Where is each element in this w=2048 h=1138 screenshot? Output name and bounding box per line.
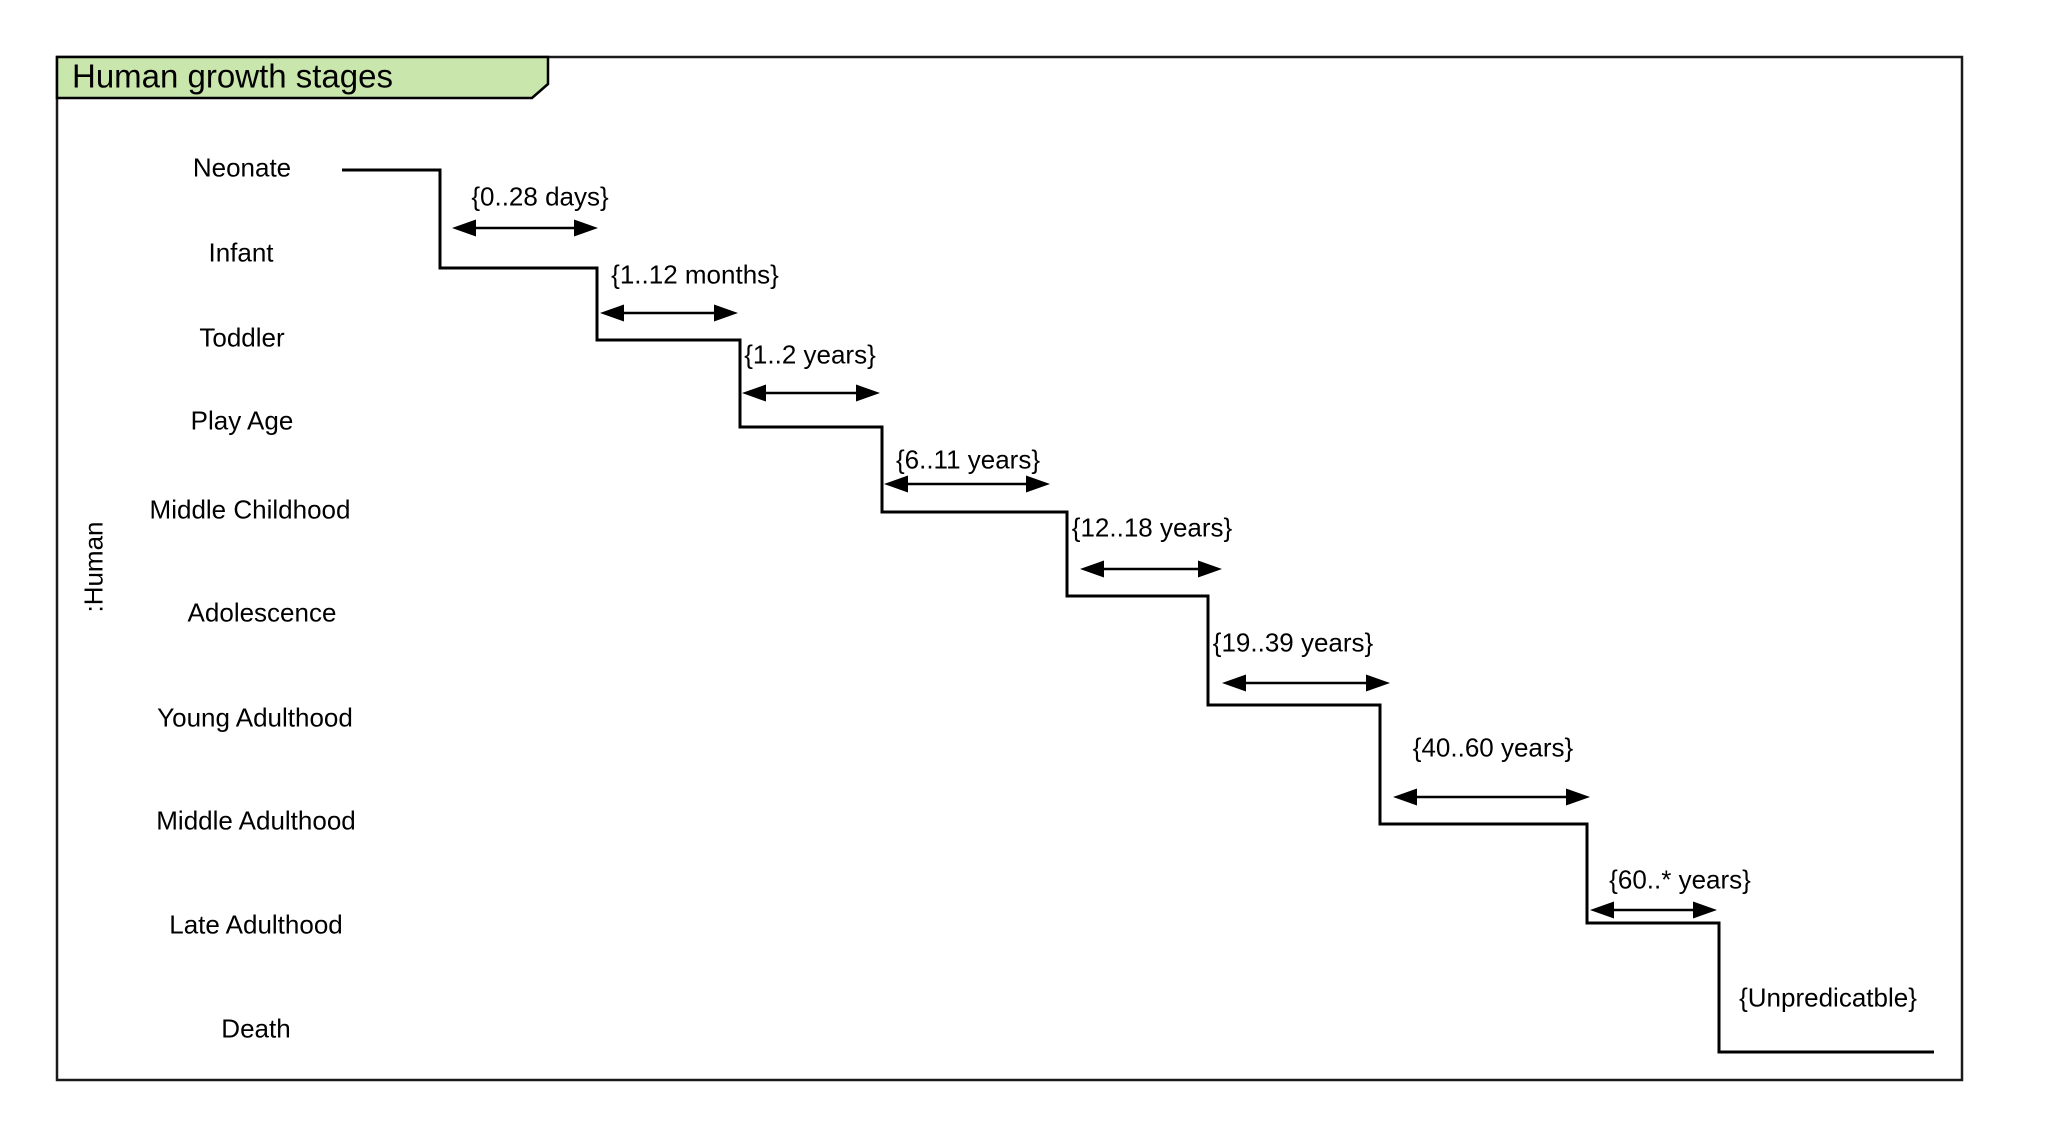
stage-label-adolescence: Adolescence (187, 597, 337, 628)
timeline-staircase (342, 168, 1934, 1054)
stage-label-middle-childhood: Middle Childhood (149, 494, 351, 525)
duration-arrow-6 (1393, 788, 1590, 806)
stage-label-young-adulthood: Young Adulthood (157, 702, 353, 733)
frame-border (55, 55, 1964, 1082)
duration-annotation-1: {1..12 months} (611, 259, 779, 290)
stage-label-middle-adulthood: Middle Adulthood (156, 805, 356, 836)
duration-arrow-0 (452, 219, 598, 237)
duration-arrow-5 (1222, 674, 1390, 692)
stage-label-toddler: Toddler (199, 322, 285, 353)
diagram-title: Human growth stages (72, 57, 393, 95)
stage-label-neonate: Neonate (192, 152, 292, 183)
duration-arrow-1 (600, 304, 738, 322)
duration-arrow-3 (884, 475, 1050, 493)
duration-arrow-7 (1590, 901, 1717, 919)
stage-label-play-age: Play Age (190, 405, 294, 436)
duration-annotation-4: {12..18 years} (1071, 512, 1233, 543)
duration-annotation-0: {0..28 days} (471, 181, 609, 212)
staircase-group (342, 168, 1934, 1054)
title-tab (55, 55, 550, 100)
stage-label-late-adulthood: Late Adulthood (169, 909, 343, 940)
duration-annotation-6: {40..60 years} (1412, 732, 1574, 763)
duration-annotation-3: {6..11 years} (895, 444, 1041, 475)
lifeline-label: :Human (78, 521, 109, 613)
duration-annotation-7: {60..* years} (1609, 864, 1751, 895)
duration-annotation-2: {1..2 years} (744, 339, 876, 370)
stage-label-infant: Infant (208, 237, 274, 268)
duration-arrow-4 (1080, 560, 1222, 578)
stage-label-death: Death (221, 1013, 291, 1044)
duration-arrow-2 (742, 384, 880, 402)
duration-annotation-5: {19..39 years} (1212, 627, 1374, 658)
duration-annotation-8: {Unpredicatble} (1739, 982, 1917, 1013)
